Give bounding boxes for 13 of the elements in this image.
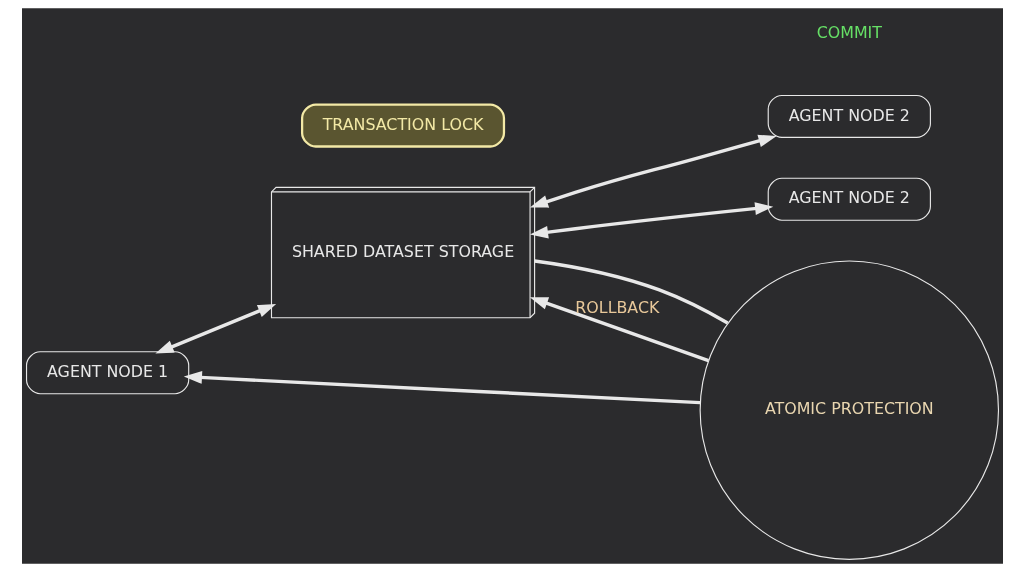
arrow [154, 304, 276, 354]
node-circle: ATOMIC PROTECTION [699, 260, 999, 560]
arrow [183, 371, 700, 405]
arrow [529, 297, 709, 363]
node-box: TRANSACTION LOCK [300, 103, 505, 148]
edge-label: ROLLBACK [574, 297, 659, 317]
node-box: AGENT NODE 2 [767, 94, 931, 138]
label: COMMIT [816, 22, 882, 42]
node-box: AGENT NODE 1 [25, 351, 189, 395]
connector [533, 259, 728, 325]
arrow [529, 134, 777, 208]
node-box: AGENT NODE 2 [767, 177, 931, 221]
arrow [529, 202, 773, 239]
